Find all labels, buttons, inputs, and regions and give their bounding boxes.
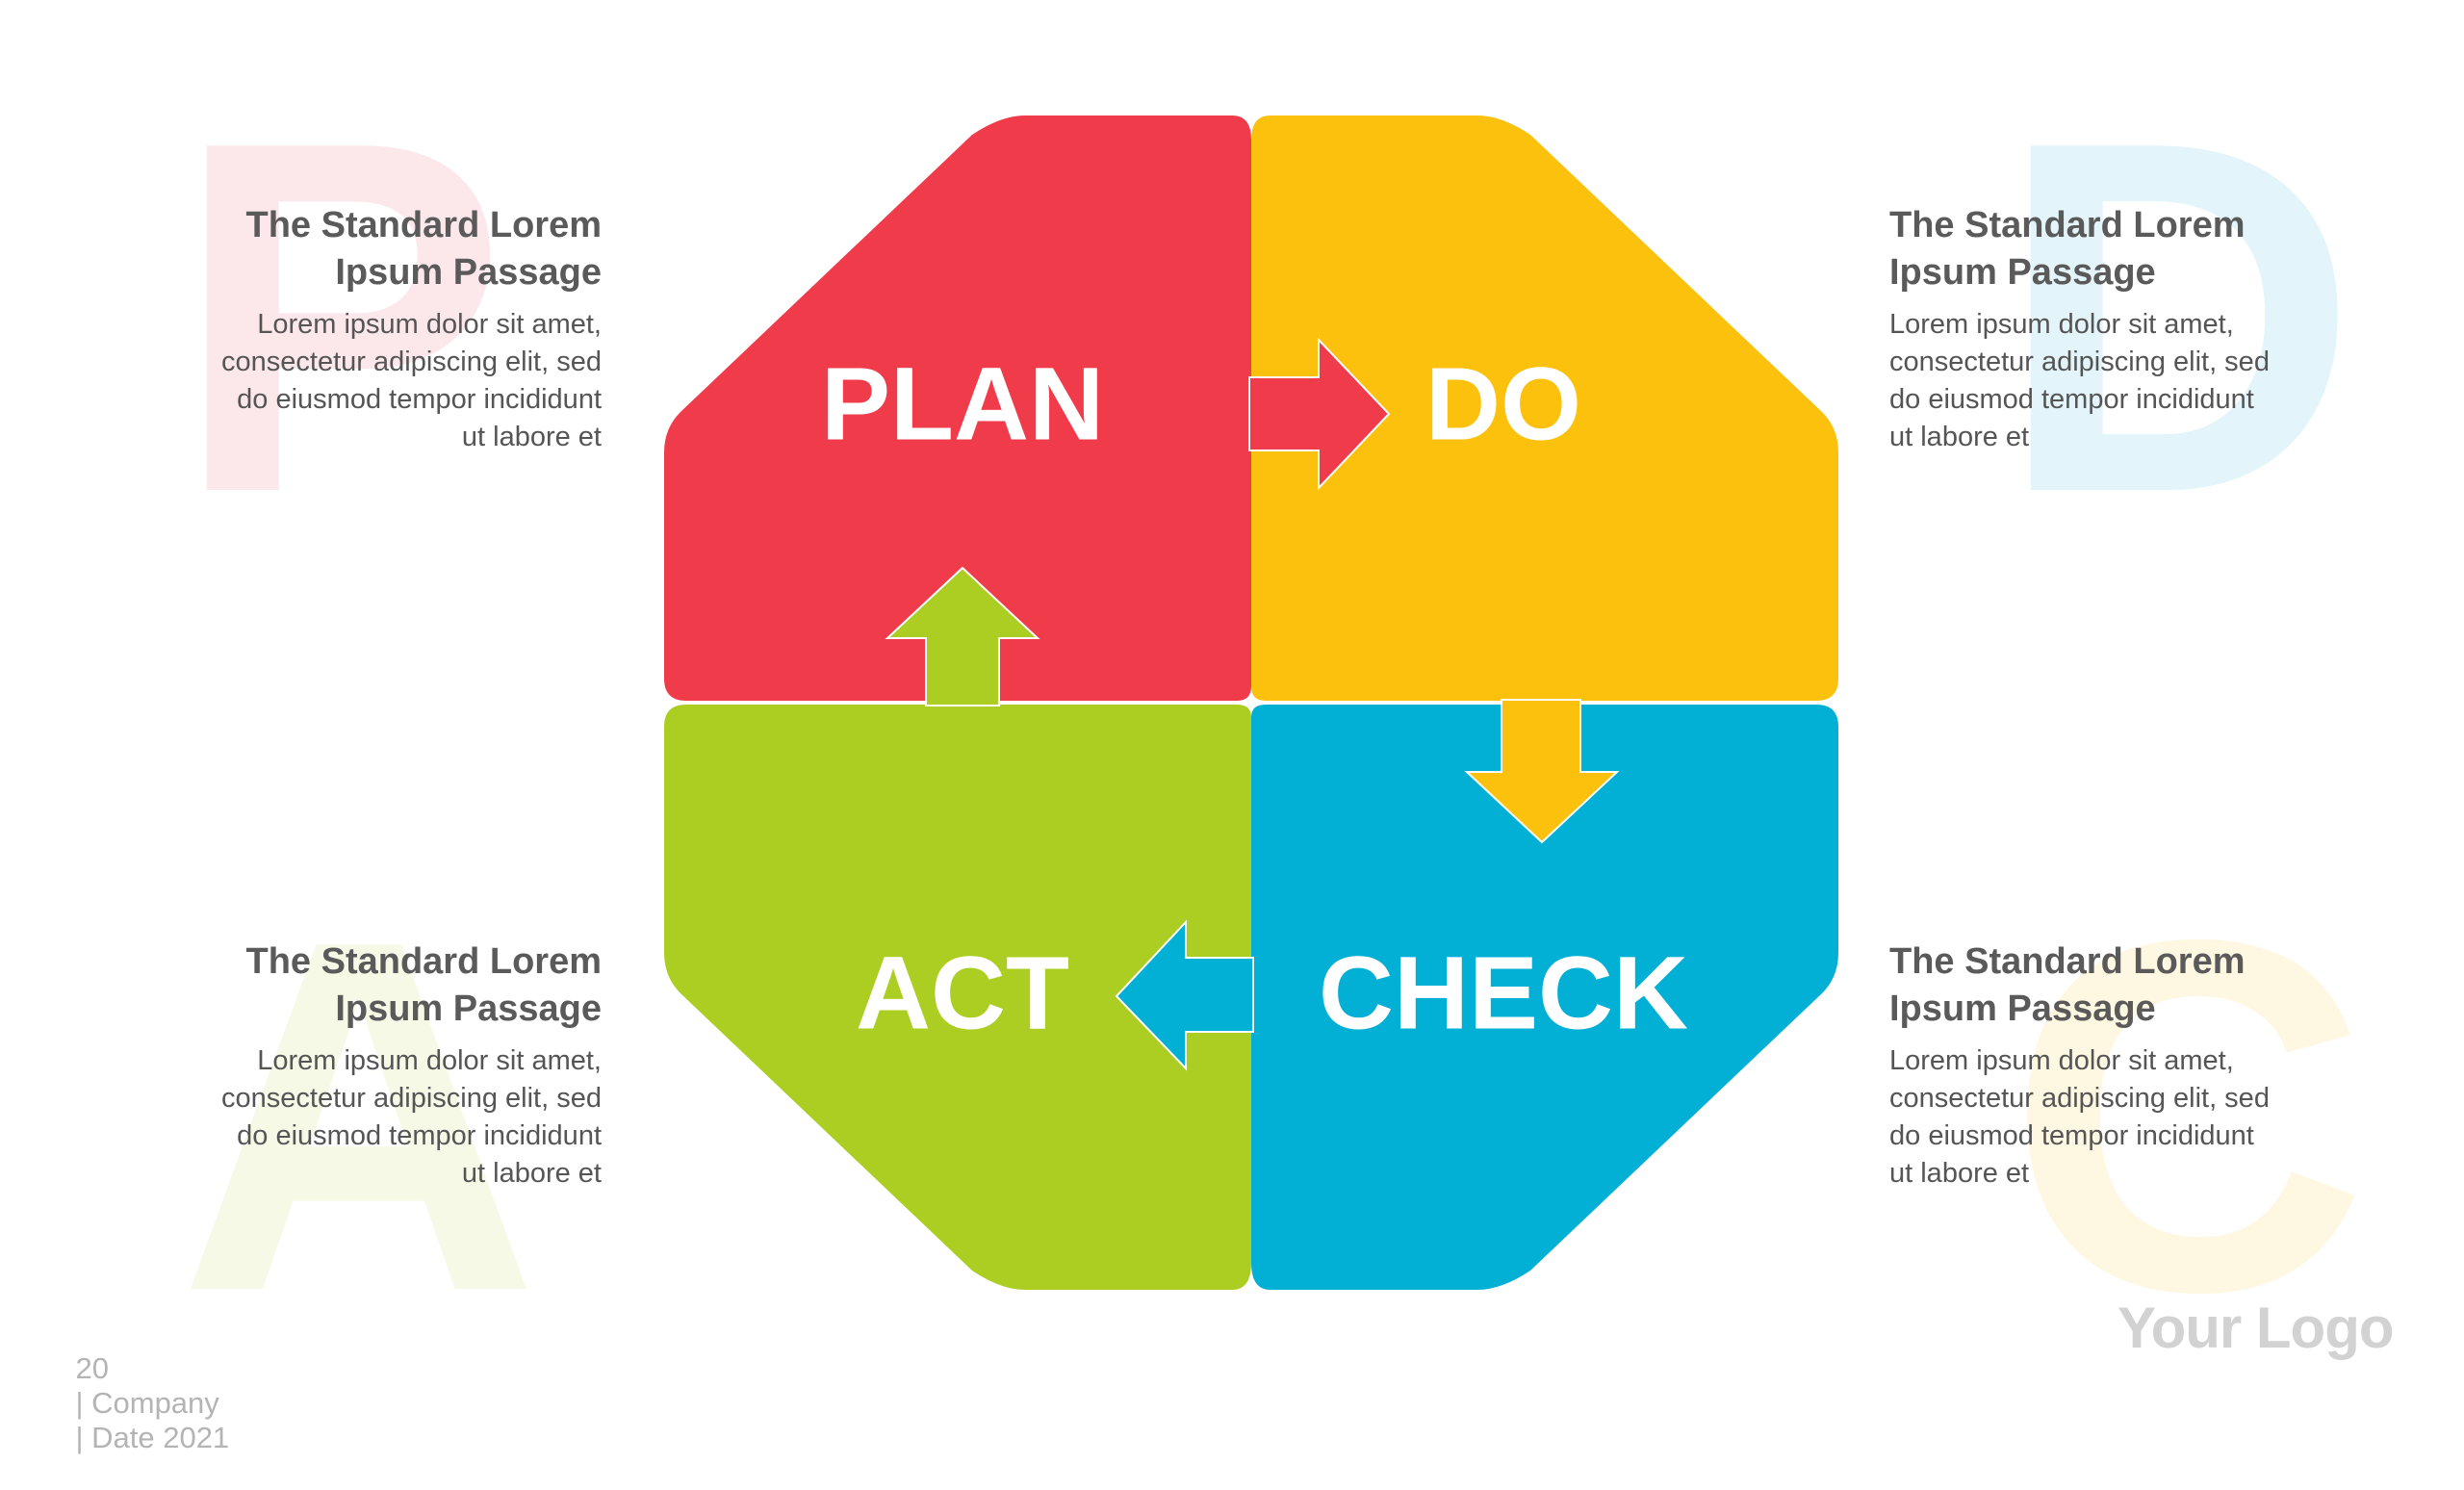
plan-body-line-3: do eiusmod tempor incididunt	[237, 384, 602, 415]
plan-title-line-2: Ipsum Passage	[335, 252, 602, 293]
arrow-act-to-plan	[885, 566, 1040, 706]
act-body-line-4: ut labore et	[461, 1158, 602, 1189]
check-title-line-2: Ipsum Passage	[1889, 989, 2156, 1029]
do-text-title: The Standard Lorem Ipsum Passage	[1889, 202, 2294, 296]
background-letter-c: C	[2007, 836, 2369, 1396]
background-letter-d: D	[1997, 38, 2359, 597]
arrow-do-to-check	[1464, 699, 1620, 844]
do-text-body: Lorem ipsum dolor sit amet, consectetur …	[1889, 306, 2294, 456]
check-text-title: The Standard Lorem Ipsum Passage	[1889, 938, 2294, 1033]
do-title-line-1: The Standard Lorem	[1889, 205, 2246, 245]
plan-text-block: The Standard Lorem Ipsum Passage Lorem i…	[197, 202, 602, 456]
do-body-line-1: Lorem ipsum dolor sit amet,	[1889, 309, 2234, 340]
check-title-line-1: The Standard Lorem	[1889, 941, 2246, 982]
plan-body-line-4: ut labore et	[461, 422, 602, 452]
act-quadrant	[664, 705, 1251, 1290]
act-text-block: The Standard Lorem Ipsum Passage Lorem i…	[197, 938, 602, 1193]
do-text-block: The Standard Lorem Ipsum Passage Lorem i…	[1889, 202, 2294, 456]
background-letter-p: P	[173, 38, 507, 597]
plan-label: PLAN	[821, 346, 1104, 462]
act-title-line-1: The Standard Lorem	[245, 941, 603, 982]
footer-date: | Date 2021	[75, 1421, 230, 1454]
check-body-line-1: Lorem ipsum dolor sit amet,	[1889, 1045, 2234, 1076]
plan-body-line-2: consectetur adipiscing elit, sed	[221, 347, 602, 377]
do-label: DO	[1425, 346, 1581, 462]
do-quadrant	[1251, 116, 1838, 701]
do-body-line-3: do eiusmod tempor incididunt	[1889, 384, 2254, 415]
check-body-line-3: do eiusmod tempor incididunt	[1889, 1120, 2254, 1151]
arrow-check-to-act	[1115, 919, 1254, 1071]
act-body-line-2: consectetur adipiscing elit, sed	[221, 1083, 602, 1114]
slide: P D A C PLAN DO CHECK ACT The Standard L…	[75, 38, 2394, 1455]
check-body-line-4: ut labore et	[1889, 1158, 2030, 1189]
footer-company: | Company	[75, 1386, 219, 1420]
plan-text-title: The Standard Lorem Ipsum Passage	[197, 202, 603, 296]
act-title-line-2: Ipsum Passage	[335, 989, 602, 1029]
do-body-line-4: ut labore et	[1889, 422, 2030, 452]
check-body-line-2: consectetur adipiscing elit, sed	[1889, 1083, 2270, 1114]
pdca-diagram: PLAN DO CHECK ACT	[664, 116, 1838, 1290]
act-text-title: The Standard Lorem Ipsum Passage	[197, 938, 603, 1033]
plan-text-body: Lorem ipsum dolor sit amet, consectetur …	[197, 306, 602, 456]
check-text-body: Lorem ipsum dolor sit amet, consectetur …	[1889, 1042, 2294, 1193]
plan-title-line-1: The Standard Lorem	[245, 205, 603, 245]
plan-body-line-1: Lorem ipsum dolor sit amet,	[257, 309, 602, 340]
plan-quadrant	[664, 116, 1251, 701]
page-number: 20	[75, 1351, 109, 1385]
act-label: ACT	[856, 935, 1069, 1051]
check-label: CHECK	[1319, 935, 1688, 1051]
act-text-body: Lorem ipsum dolor sit amet, consectetur …	[197, 1042, 602, 1193]
background-letter-a: A	[178, 836, 540, 1396]
footer: 20 | Company | Date 2021	[42, 1317, 241, 1490]
check-text-block: The Standard Lorem Ipsum Passage Lorem i…	[1889, 938, 2294, 1193]
company-logo: Your Logo	[2118, 1296, 2394, 1360]
do-title-line-2: Ipsum Passage	[1889, 252, 2156, 293]
act-body-line-3: do eiusmod tempor incididunt	[237, 1120, 602, 1151]
check-quadrant	[1251, 705, 1838, 1290]
arrow-plan-to-do	[1248, 337, 1391, 491]
act-body-line-1: Lorem ipsum dolor sit amet,	[257, 1045, 602, 1076]
do-body-line-2: consectetur adipiscing elit, sed	[1889, 347, 2270, 377]
